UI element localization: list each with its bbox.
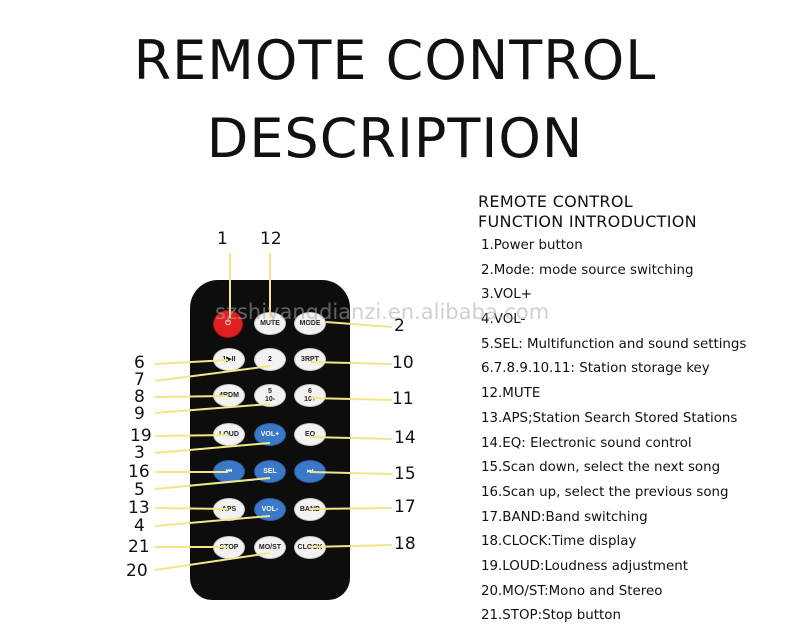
next-button[interactable]: ⏭ [294, 460, 326, 483]
preset-6-button[interactable]: 6 10+ [294, 384, 326, 407]
callout-8: 8 [134, 387, 145, 407]
page-title-line-1: REMOTE CONTROL [133, 29, 657, 92]
preset-5-button[interactable]: 5 10- [254, 384, 286, 407]
callout-4: 4 [134, 516, 145, 536]
function-title-line-1: REMOTE CONTROL [478, 192, 633, 211]
list-item: 5.SEL: Multifunction and sound settings [481, 336, 747, 352]
list-item: 12.MUTE [481, 386, 541, 402]
callout-11: 11 [392, 389, 414, 409]
mode-button[interactable]: MODE [294, 312, 326, 335]
callout-16: 16 [128, 462, 150, 482]
callout-3: 3 [134, 443, 145, 463]
loud-button[interactable]: LOUD [213, 423, 245, 446]
repeat-button[interactable]: 3RPT [294, 348, 326, 371]
aps-button[interactable]: APS [213, 498, 245, 521]
list-item: 18.CLOCK:Time display [481, 534, 637, 550]
watermark: szshiyangdianzi.en.alibaba.com [215, 300, 550, 324]
page-title-line-2: DESCRIPTION [206, 107, 584, 170]
preset-2-button[interactable]: 2 [254, 348, 286, 371]
remote-control-body: ⏻ MUTE MODE 1▶II 2 3RPT 4RDM 5 10- 6 10+… [190, 280, 350, 600]
clock-button[interactable]: CLOCK [294, 536, 326, 559]
volume-down-button[interactable]: VOL- [254, 498, 286, 521]
callout-1: 1 [217, 229, 228, 249]
list-item: 21.STOP:Stop button [481, 608, 621, 624]
list-item: 4.VOL- [481, 312, 526, 328]
list-item: 16.Scan up, select the previous song [481, 484, 729, 500]
eq-button[interactable]: EQ [294, 423, 326, 446]
list-item: 2.Mode: mode source switching [481, 262, 694, 278]
callout-6: 6 [134, 353, 145, 373]
callout-19: 19 [130, 426, 152, 446]
callout-2: 2 [394, 316, 405, 336]
random-button[interactable]: 4RDM [213, 384, 245, 407]
function-list: 1.Power button 2.Mode: mode source switc… [481, 234, 746, 629]
play-pause-button[interactable]: 1▶II [213, 348, 245, 371]
power-button[interactable]: ⏻ [213, 310, 243, 338]
list-item: 19.LOUD:Loudness adjustment [481, 558, 688, 574]
list-item: 20.MO/ST:Mono and Stereo [481, 583, 663, 599]
list-item: 13.APS;Station Search Stored Stations [481, 410, 738, 426]
callout-21: 21 [128, 537, 150, 557]
list-item: 15.Scan down, select the next song [481, 460, 721, 476]
list-item: 17.BAND:Band switching [481, 509, 648, 525]
callout-10: 10 [392, 353, 414, 373]
callout-13: 13 [128, 498, 150, 518]
volume-up-button[interactable]: VOL+ [254, 423, 286, 446]
list-item: 3.VOL+ [481, 287, 532, 303]
previous-button[interactable]: ⏮ [213, 460, 245, 483]
callout-9: 9 [134, 404, 145, 424]
callout-7: 7 [134, 370, 145, 390]
callout-17: 17 [394, 497, 416, 517]
callout-18: 18 [394, 534, 416, 554]
callout-14: 14 [394, 428, 416, 448]
select-button[interactable]: SEL [254, 460, 286, 483]
callout-15: 15 [394, 464, 416, 484]
mono-stereo-button[interactable]: MO/ST [254, 536, 286, 559]
band-button[interactable]: BAND [294, 498, 326, 521]
callout-12: 12 [260, 229, 282, 249]
callout-5: 5 [134, 480, 145, 500]
stop-button[interactable]: STOP [213, 536, 245, 559]
list-item: 14.EQ: Electronic sound control [481, 435, 692, 451]
list-item: 1.Power button [481, 238, 583, 253]
function-title-line-2: FUNCTION INTRODUCTION [478, 212, 697, 231]
list-item: 6.7.8.9.10.11: Station storage key [481, 361, 710, 377]
callout-20: 20 [126, 561, 148, 581]
